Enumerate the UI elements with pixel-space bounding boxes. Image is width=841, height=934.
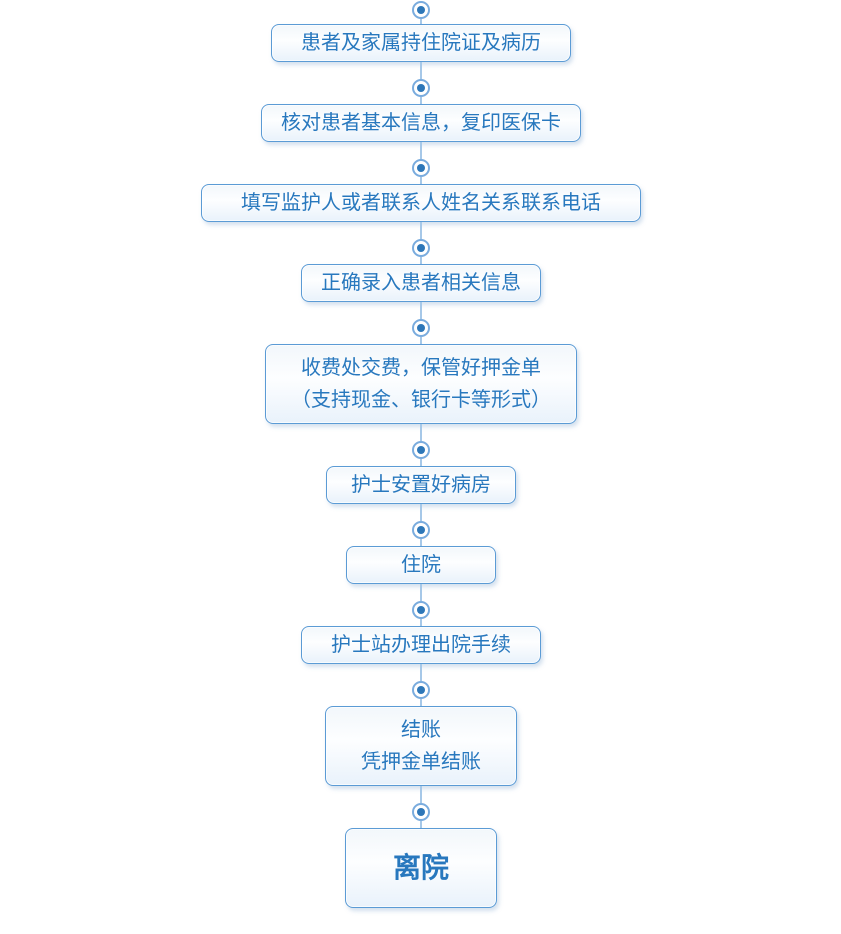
connector-line — [420, 97, 422, 104]
flow-node-discharge-procedures: 护士站办理出院手续 — [301, 626, 541, 664]
connector — [412, 62, 430, 104]
connector-dot-core — [417, 324, 425, 332]
flow-node-settle-bill: 结账 凭押金单结账 — [325, 706, 517, 786]
connector — [412, 504, 430, 546]
connector-dot-icon — [412, 521, 430, 539]
flow-node-text: 正确录入患者相关信息 — [321, 272, 521, 294]
connector-line — [420, 257, 422, 264]
connector-dot-core — [417, 164, 425, 172]
connector-line — [420, 821, 422, 828]
connector-line — [420, 177, 422, 184]
connector — [412, 664, 430, 706]
connector-dot-core — [417, 6, 425, 14]
connector-dot-icon — [412, 601, 430, 619]
connector-line — [420, 302, 422, 319]
connector-dot-core — [417, 526, 425, 534]
connector — [412, 1, 430, 24]
flow-node-text: 核对患者基本信息，复印医保卡 — [281, 112, 561, 134]
connector-line — [420, 619, 422, 626]
flow-node-hospitalization: 住院 — [346, 546, 496, 584]
flow-node-text: 护士安置好病房 — [351, 474, 491, 496]
connector — [412, 584, 430, 626]
connector-dot-core — [417, 446, 425, 454]
flow-node-text: （支持现金、银行卡等形式） — [291, 389, 551, 411]
connector-dot-core — [417, 244, 425, 252]
flow-node-text: 收费处交费，保管好押金单 — [301, 357, 541, 379]
connector-line — [420, 142, 422, 159]
connector-line — [420, 504, 422, 521]
connector-line — [420, 584, 422, 601]
connector-line — [420, 337, 422, 344]
flow-node-text: 离院 — [392, 852, 449, 883]
connector-dot-icon — [412, 803, 430, 821]
connector-dot-icon — [412, 79, 430, 97]
connector-dot-core — [417, 686, 425, 694]
flow-node-enter-info: 正确录入患者相关信息 — [301, 264, 541, 302]
connector — [412, 424, 430, 466]
connector-dot-icon — [412, 319, 430, 337]
flow-node-text: 凭押金单结账 — [361, 751, 481, 773]
flow-node-guardian-contact: 填写监护人或者联系人姓名关系联系电话 — [201, 184, 641, 222]
flow-node-leave-hospital: 离院 — [345, 828, 497, 908]
flow-node-text: 住院 — [401, 554, 441, 576]
flow-node-verify-info: 核对患者基本信息，复印医保卡 — [261, 104, 581, 142]
flowchart: 患者及家属持住院证及病历 核对患者基本信息，复印医保卡 填写监护人或者联系人姓名… — [21, 0, 821, 908]
connector — [412, 302, 430, 344]
connector-line — [420, 664, 422, 681]
flow-node-text: 护士站办理出院手续 — [331, 634, 511, 656]
connector-dot-icon — [412, 681, 430, 699]
connector-dot-core — [417, 606, 425, 614]
connector-dot-core — [417, 808, 425, 816]
connector-line — [420, 62, 422, 79]
connector-dot-icon — [412, 441, 430, 459]
connector-line — [420, 222, 422, 239]
connector-dot-icon — [412, 239, 430, 257]
connector-dot-icon — [412, 159, 430, 177]
connector-line — [420, 459, 422, 466]
connector-dot-icon — [412, 1, 430, 19]
connector — [412, 222, 430, 264]
flow-node-pay-deposit: 收费处交费，保管好押金单 （支持现金、银行卡等形式） — [265, 344, 577, 424]
flow-node-text: 填写监护人或者联系人姓名关系联系电话 — [241, 192, 601, 214]
connector-line — [420, 786, 422, 803]
flow-node-text: 患者及家属持住院证及病历 — [301, 32, 541, 54]
connector-line — [420, 424, 422, 441]
connector-line — [420, 699, 422, 706]
flow-node-text: 结账 — [401, 719, 441, 741]
flow-node-nurse-ward: 护士安置好病房 — [326, 466, 516, 504]
connector — [412, 142, 430, 184]
connector — [412, 786, 430, 828]
connector-dot-core — [417, 84, 425, 92]
flow-node-admission-papers: 患者及家属持住院证及病历 — [271, 24, 571, 62]
connector-line — [420, 539, 422, 546]
connector-line — [420, 19, 422, 24]
